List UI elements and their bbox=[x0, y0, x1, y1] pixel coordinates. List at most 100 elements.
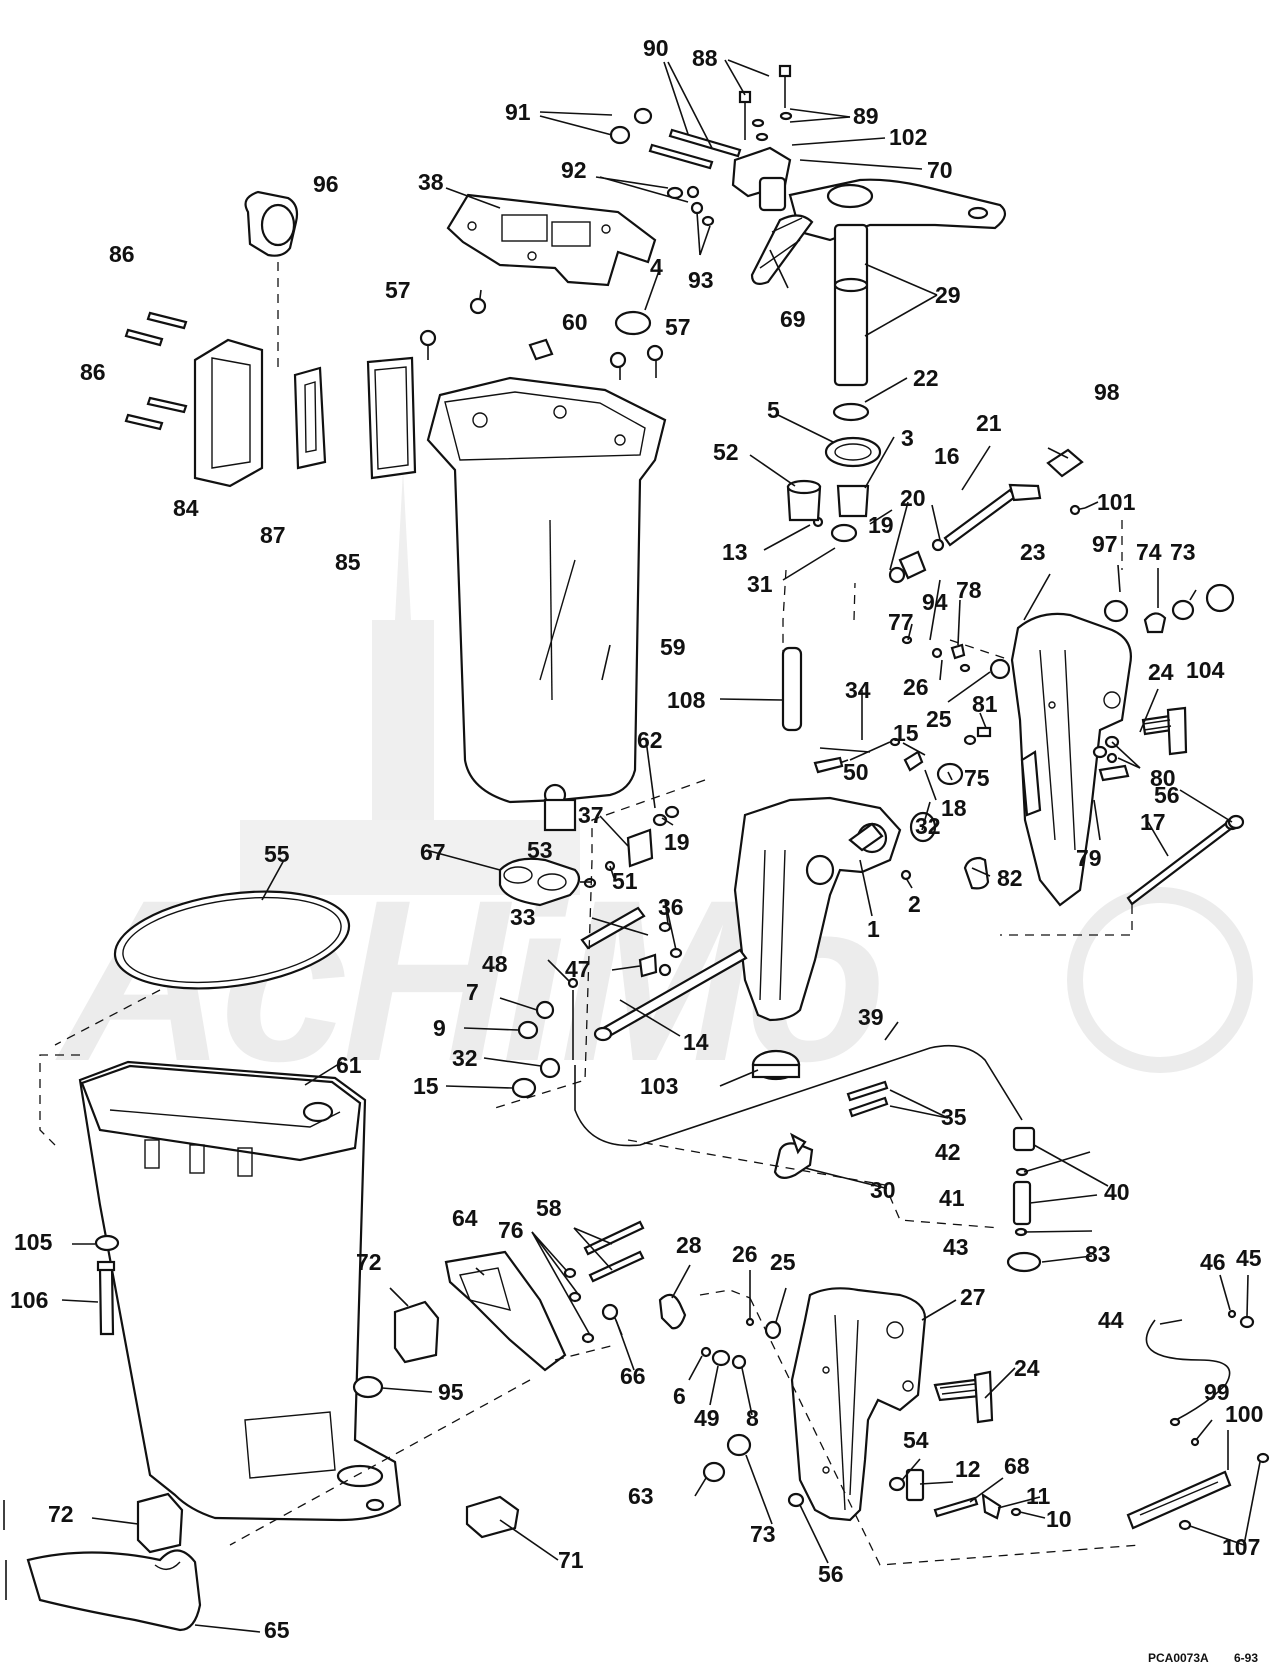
part-label: 25 bbox=[770, 1249, 796, 1275]
part-label: 72 bbox=[48, 1501, 74, 1527]
part-label: 55 bbox=[264, 841, 290, 867]
part-label: 64 bbox=[452, 1205, 478, 1231]
part-label: 66 bbox=[620, 1363, 646, 1389]
part-label: 59 bbox=[660, 634, 686, 660]
part-label: 104 bbox=[1186, 657, 1225, 683]
part-label: 73 bbox=[1170, 539, 1196, 565]
part-label: 96 bbox=[313, 171, 339, 197]
part-label: 88 bbox=[692, 45, 718, 71]
part-label: 19 bbox=[868, 512, 894, 538]
part-label: 8 bbox=[746, 1405, 759, 1431]
part-label: 35 bbox=[941, 1104, 967, 1130]
part-label: 72 bbox=[356, 1249, 382, 1275]
part-label: 5 bbox=[767, 397, 780, 423]
part-label: 34 bbox=[845, 677, 871, 703]
part-label: 99 bbox=[1204, 1379, 1230, 1405]
part-label: 93 bbox=[688, 267, 714, 293]
part-label: 14 bbox=[683, 1029, 709, 1055]
dashed-reference-lines bbox=[39, 262, 1141, 1566]
part-label: 30 bbox=[870, 1177, 896, 1203]
part-label: 54 bbox=[903, 1427, 929, 1453]
part-label: 74 bbox=[1136, 539, 1162, 565]
part-label: 3 bbox=[901, 425, 914, 451]
part-label: 44 bbox=[1098, 1307, 1124, 1333]
part-label: 12 bbox=[955, 1456, 981, 1482]
part-label: 51 bbox=[612, 868, 638, 894]
figure-code-text: PCA0073A bbox=[1148, 1651, 1209, 1665]
part-label: 78 bbox=[956, 577, 982, 603]
part-label: 76 bbox=[498, 1217, 524, 1243]
part-label: 7 bbox=[466, 979, 479, 1005]
part-label: 28 bbox=[676, 1232, 702, 1258]
part-label: 23 bbox=[1020, 539, 1046, 565]
figure-code: PCA0073A 6-93 bbox=[1148, 1651, 1258, 1665]
part-label: 97 bbox=[1092, 531, 1118, 557]
part-label: 15 bbox=[893, 720, 919, 746]
part-label: 27 bbox=[960, 1284, 986, 1310]
part-labels: 91 90 88 89 102 70 92 93 38 96 86 86 4 5… bbox=[10, 35, 1263, 1643]
part-label: 83 bbox=[1085, 1241, 1111, 1267]
part-label: 94 bbox=[922, 589, 948, 615]
part-label: 95 bbox=[438, 1379, 464, 1405]
part-label: 37 bbox=[578, 802, 604, 828]
part-label: 26 bbox=[732, 1241, 758, 1267]
part-label: 26 bbox=[903, 674, 929, 700]
part-label: 63 bbox=[628, 1483, 654, 1509]
part-label: 6 bbox=[673, 1383, 686, 1409]
part-label: 24 bbox=[1148, 659, 1174, 685]
part-label: 98 bbox=[1094, 379, 1120, 405]
part-label: 105 bbox=[14, 1229, 53, 1255]
part-label: 19 bbox=[664, 829, 690, 855]
part-label: 49 bbox=[694, 1405, 720, 1431]
part-label: 36 bbox=[658, 894, 684, 920]
part-label: 73 bbox=[750, 1521, 776, 1547]
part-label: 31 bbox=[747, 571, 773, 597]
part-label: 11 bbox=[1026, 1483, 1051, 1509]
part-label: 106 bbox=[10, 1287, 48, 1313]
part-label: 81 bbox=[972, 691, 998, 717]
part-label: 60 bbox=[562, 309, 588, 335]
part-label: 2 bbox=[908, 891, 921, 917]
part-label: 29 bbox=[935, 282, 961, 308]
part-label: 103 bbox=[640, 1073, 678, 1099]
part-label: 32 bbox=[915, 813, 941, 839]
part-label: 86 bbox=[109, 241, 135, 267]
part-label: 39 bbox=[858, 1004, 884, 1030]
part-label: 57 bbox=[665, 314, 691, 340]
part-label: 1 bbox=[867, 916, 880, 942]
part-label: 61 bbox=[336, 1052, 362, 1078]
part-label: 45 bbox=[1236, 1245, 1262, 1271]
part-label: 100 bbox=[1225, 1401, 1263, 1427]
part-label: 25 bbox=[926, 706, 952, 732]
part-label: 16 bbox=[934, 443, 960, 469]
part-label: 4 bbox=[650, 254, 663, 280]
part-label: 48 bbox=[482, 951, 508, 977]
part-label: 92 bbox=[561, 157, 587, 183]
part-label: 85 bbox=[335, 549, 361, 575]
part-label: 80 bbox=[1150, 765, 1176, 791]
part-label: 10 bbox=[1046, 1506, 1072, 1532]
part-label: 91 bbox=[505, 99, 531, 125]
part-label: 9 bbox=[433, 1015, 446, 1041]
part-label: 17 bbox=[1140, 809, 1166, 835]
part-label: 102 bbox=[889, 124, 927, 150]
part-label: 65 bbox=[264, 1617, 290, 1643]
part-label: 79 bbox=[1076, 845, 1102, 871]
part-label: 62 bbox=[637, 727, 663, 753]
part-label: 50 bbox=[843, 759, 869, 785]
part-label: 21 bbox=[976, 410, 1002, 436]
part-label: 77 bbox=[888, 609, 914, 635]
part-label: 57 bbox=[385, 277, 411, 303]
leader-lines bbox=[61, 59, 1261, 1633]
part-label: 89 bbox=[853, 103, 879, 129]
part-label: 47 bbox=[565, 956, 591, 982]
part-label: 46 bbox=[1200, 1249, 1226, 1275]
part-label: 56 bbox=[1154, 782, 1180, 808]
part-label: 58 bbox=[536, 1195, 562, 1221]
part-label: 22 bbox=[913, 365, 939, 391]
part-label: 56 bbox=[818, 1561, 844, 1587]
part-label: 101 bbox=[1097, 489, 1136, 515]
part-label: 43 bbox=[943, 1234, 969, 1260]
parts bbox=[26, 64, 1270, 1632]
part-label: 15 bbox=[413, 1073, 439, 1099]
